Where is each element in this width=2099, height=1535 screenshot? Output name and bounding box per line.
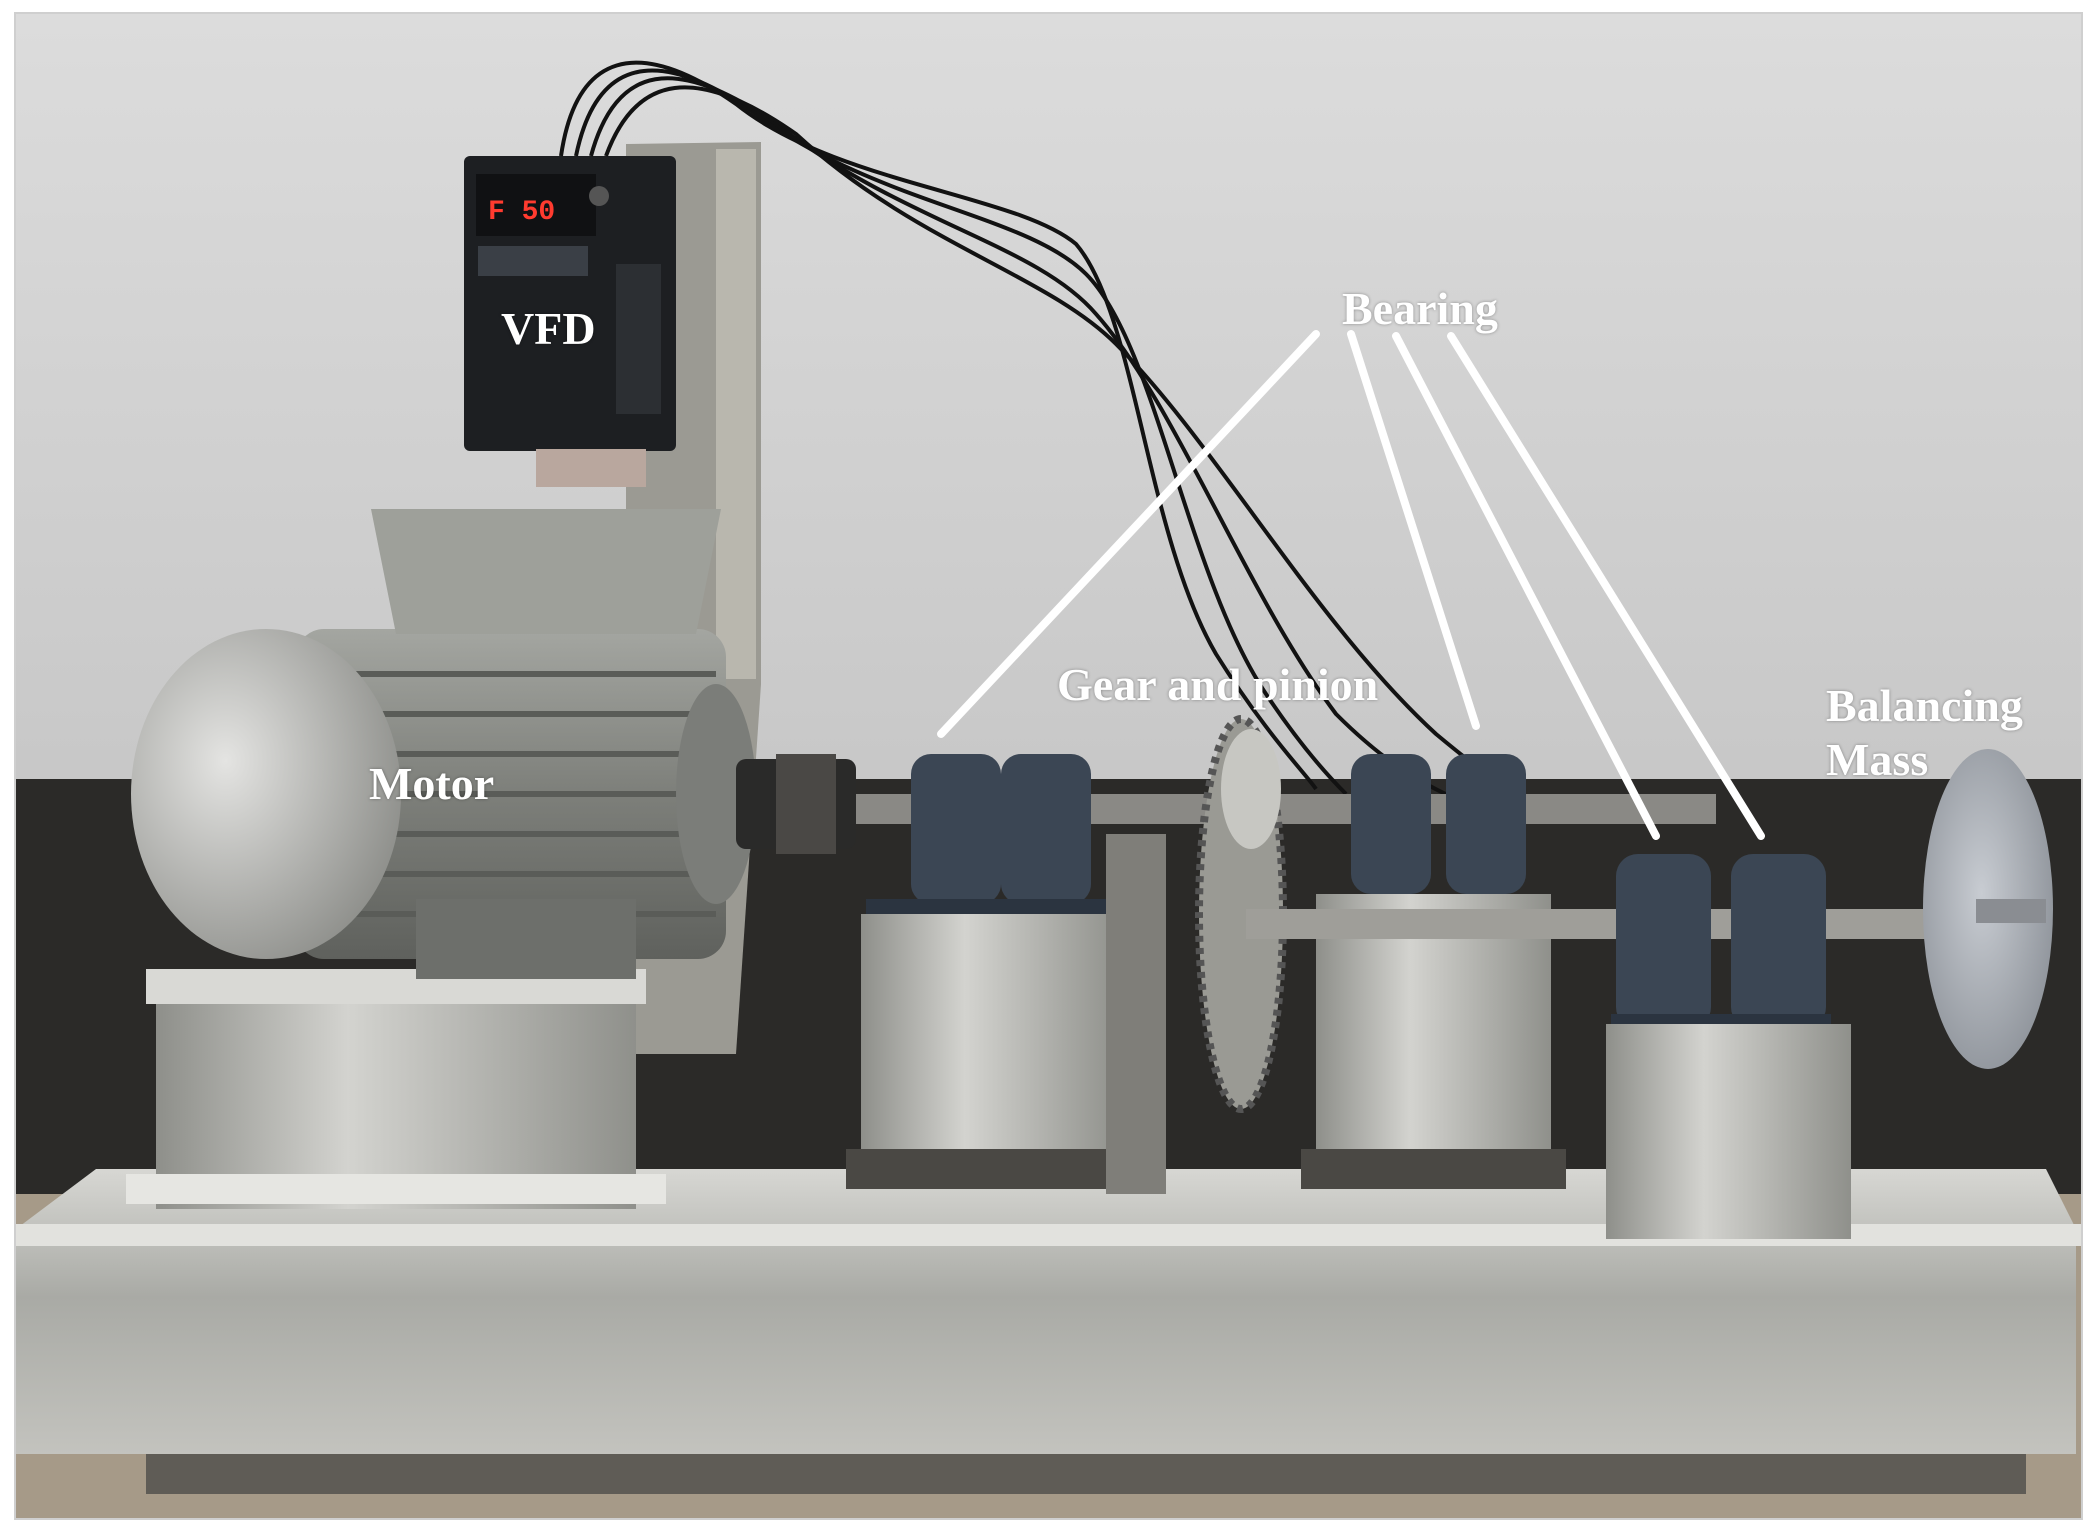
bearing-block-2 [1351,754,1526,894]
photo: F 50 [14,12,2083,1520]
bearing-block-1 [866,754,1126,929]
label-bearing: Bearing [1342,283,1498,334]
label-vfd: VFD [501,303,596,354]
vfd-display: F 50 [488,197,555,228]
balancing-mass-disc [1923,749,2053,1069]
motor [131,509,756,979]
vfd-unit: F 50 [464,156,676,487]
bearing-pedestal-1 [861,914,1121,1164]
label-balancing-mass: Balancing Mass [1826,680,2023,785]
test-rig-photo: F 50 [16,14,2081,1518]
vfd-cables [559,60,1527,801]
motor-bracket [156,989,636,1209]
leader-lines [937,330,1765,840]
bearing-pedestal-3 [1606,1024,1851,1239]
label-gear-and-pinion: Gear and pinion [1057,659,1379,710]
label-motor: Motor [369,758,495,809]
